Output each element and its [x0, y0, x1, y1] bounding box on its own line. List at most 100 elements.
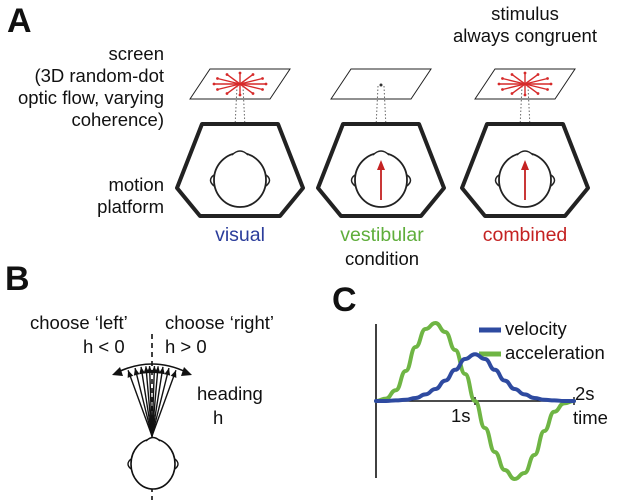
head-right-ear [265, 174, 271, 187]
flow-dot [549, 82, 553, 86]
heading-label: heading [197, 383, 263, 404]
setup-vestibular [316, 68, 446, 218]
tick-label-2s: 2s [575, 383, 595, 404]
choose-right-label: choose ‘right’ [165, 312, 275, 333]
heading-arrow [140, 366, 153, 437]
head-left-ear [209, 174, 215, 187]
panel-b-graphics [112, 334, 192, 500]
stimulus-note: stimulus always congruent [440, 3, 610, 47]
self-motion-arrowhead [521, 160, 529, 170]
flow-ray [217, 77, 241, 85]
flow-dot [536, 92, 540, 95]
optic-flow-starburst [497, 71, 553, 97]
flow-ray [524, 73, 539, 85]
flow-dot [264, 82, 268, 86]
heading-arrow [127, 369, 153, 437]
flow-ray [502, 83, 526, 91]
flow-dot [501, 88, 504, 91]
heading-arrowhead [133, 368, 140, 376]
flow-ray [239, 73, 254, 85]
panel-a-graphics [175, 68, 590, 218]
head-right-ear [174, 458, 179, 470]
platform-line-1: motion [108, 174, 164, 195]
flow-dot [546, 77, 549, 80]
left-rule-label: h < 0 [83, 336, 125, 357]
legend-velocity-label: velocity [505, 318, 567, 339]
flow-ray [226, 83, 241, 95]
head-right-ear [406, 174, 412, 187]
choice-arc-left-arrowhead [112, 367, 123, 376]
heading-arrow [151, 369, 177, 437]
flow-ray [226, 73, 241, 85]
flow-dot [261, 77, 264, 80]
setup-combined [460, 68, 590, 218]
flow-ray [511, 83, 526, 95]
screen-description: screen (3D random-dot optic flow, varyin… [18, 43, 164, 131]
flow-dot [510, 92, 514, 95]
heading-arrow [148, 366, 153, 437]
heading-arrow [151, 366, 164, 437]
flow-ray [239, 83, 263, 91]
condition-visual-label: visual [215, 224, 265, 246]
screen-line-3: optic flow, varying [17, 87, 164, 108]
condition-caption: condition [344, 248, 420, 269]
head-outline [130, 438, 176, 490]
flow-ray [239, 83, 254, 95]
heading-arrowhead [154, 366, 161, 374]
flow-dot [216, 88, 219, 91]
panel-label-c: C [332, 281, 357, 319]
flow-ray [524, 77, 548, 85]
head-right-ear [550, 174, 556, 187]
tick-label-1s: 1s [451, 405, 471, 426]
flow-dot [238, 93, 242, 97]
panel-c-graphics [374, 320, 576, 482]
flow-ray [239, 77, 263, 85]
flow-dot [212, 82, 216, 86]
legend-acceleration-label: acceleration [505, 342, 605, 363]
heading-symbol: h [213, 407, 224, 428]
flow-dot [216, 77, 219, 80]
flow-dot [546, 88, 549, 91]
flow-dot [536, 73, 540, 76]
heading-arrowhead [139, 366, 146, 375]
choice-arc-right-arrowhead [181, 367, 192, 376]
head-nose [231, 150, 249, 156]
flow-ray [511, 73, 526, 85]
platform-line-2: platform [97, 196, 164, 217]
screen-line-2: (3D random-dot [34, 65, 164, 86]
heading-arrow [151, 367, 170, 437]
flow-dot [510, 73, 514, 76]
flow-dot [251, 73, 255, 76]
heading-arrow [134, 367, 153, 437]
right-rule-label: h > 0 [165, 336, 207, 357]
flow-ray [524, 83, 548, 91]
flow-ray [524, 83, 539, 95]
choose-left-label: choose ‘left’ [30, 312, 128, 333]
flow-dot [497, 82, 501, 86]
condition-combined-label: combined [482, 224, 568, 246]
x-axis-label: time [573, 407, 608, 428]
condition-vestibular-label: vestibular [340, 224, 424, 246]
heading-arrow [151, 366, 159, 437]
stimulus-line-2: always congruent [453, 25, 597, 46]
flow-dot [523, 71, 527, 75]
series-lines [374, 320, 576, 482]
heading-arrows [127, 366, 177, 437]
heading-arrowhead [158, 366, 165, 375]
head-nose [516, 150, 534, 156]
flow-ray [502, 77, 526, 85]
head-left-ear [494, 174, 500, 187]
heading-arrowhead [164, 368, 171, 376]
series-line-acceleration [374, 320, 576, 482]
heading-arrowhead [146, 366, 153, 374]
panel-label-b: B [5, 260, 30, 298]
head-left-ear [127, 458, 132, 470]
head-nose [145, 436, 161, 442]
flow-ray [217, 83, 241, 91]
platform-description: motion platform [97, 174, 164, 218]
setup-visual [175, 68, 305, 218]
screen-line-1: screen [108, 43, 164, 64]
self-motion-arrowhead [377, 160, 385, 170]
choice-arc [117, 363, 187, 373]
